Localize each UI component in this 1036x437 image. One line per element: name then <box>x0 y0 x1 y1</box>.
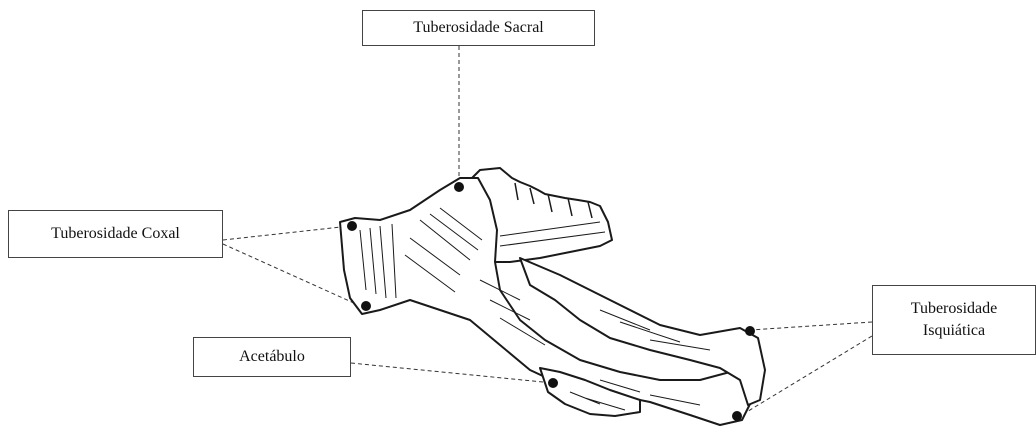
leader-line-isquiatica-upper <box>750 322 872 330</box>
label-text: Acetábulo <box>239 346 305 368</box>
label-text: Tuberosidade Sacral <box>413 17 544 39</box>
leader-line-coxal-upper <box>223 226 350 240</box>
point-coxal-upper <box>347 221 357 231</box>
label-text-line2: Isquiática <box>923 320 985 342</box>
label-tuberosidade-coxal: Tuberosidade Coxal <box>8 210 223 258</box>
label-text-line1: Tuberosidade <box>911 298 998 320</box>
leader-line-acetabulo <box>351 363 553 383</box>
label-text: Tuberosidade Coxal <box>51 223 180 245</box>
point-isquiatica-upper <box>745 326 755 336</box>
label-acetabulo: Acetábulo <box>193 337 351 377</box>
point-acetabulo <box>548 378 558 388</box>
label-tuberosidade-isquiatica: Tuberosidade Isquiática <box>872 285 1036 355</box>
point-coxal-lower <box>361 301 371 311</box>
point-isquiatica-lower <box>732 411 742 421</box>
label-tuberosidade-sacral: Tuberosidade Sacral <box>362 10 595 46</box>
point-sacral <box>454 182 464 192</box>
